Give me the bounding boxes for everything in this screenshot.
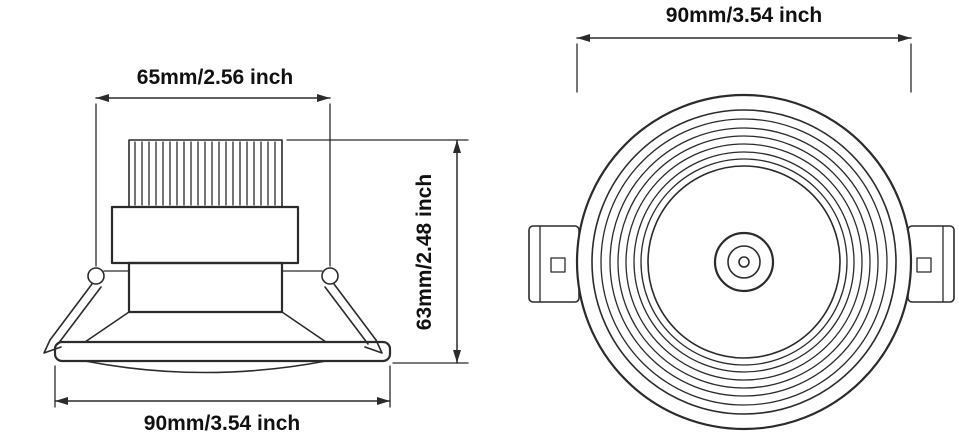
clip-arm [324, 283, 377, 345]
led-outer-ring [713, 231, 775, 293]
dimension-height: 63mm/2.48 inch [286, 139, 469, 364]
spring-clip-right [281, 267, 383, 354]
led-inner-ring [727, 245, 761, 279]
tab-outline [528, 225, 580, 303]
dimension-width-top: 65mm/2.56 inch [95, 66, 331, 267]
trim-outer-circle [575, 93, 913, 431]
baffle-ring [633, 151, 855, 373]
tab-hole [550, 257, 566, 273]
mounting-tab-right [907, 225, 955, 303]
mounting-tab-left [528, 225, 580, 303]
diameter-dimension-label: 90mm/3.54 inch [144, 412, 300, 435]
heatsink [128, 139, 283, 208]
led-dot [738, 256, 750, 268]
reflector-dish [84, 360, 327, 374]
width-dimension-label: 65mm/2.56 inch [137, 66, 293, 89]
clip-pivot [87, 267, 105, 285]
baffle-ring [609, 127, 879, 397]
baffle-ring [625, 143, 863, 381]
baffle-ring [591, 109, 897, 415]
baffle-ring [617, 135, 871, 389]
dimension-diameter-front: 90mm/3.54 inch [576, 4, 912, 93]
baffle-ring [640, 158, 848, 366]
clip-pivot [321, 267, 339, 285]
baffle-ring [600, 118, 888, 406]
dimension-diameter-bottom: 90mm/3.54 inch [54, 365, 391, 435]
driver-housing [110, 205, 300, 265]
led-center [713, 231, 775, 293]
spring-clip-left [43, 267, 130, 354]
tab-hole [916, 257, 932, 273]
trim-flange [53, 340, 392, 363]
trim-cone [84, 311, 327, 343]
trim [53, 311, 392, 374]
side-view: 65mm/2.56 inch [43, 66, 469, 435]
lamp-neck [127, 261, 284, 314]
height-dimension-label: 63mm/2.48 inch [413, 174, 436, 330]
baffle-rings [591, 109, 897, 415]
heatsink-fin-lines [134, 141, 276, 206]
clip-foot [364, 339, 383, 354]
front-diameter-label: 90mm/3.54 inch [666, 4, 822, 27]
front-view: 90mm/3.54 inch [528, 4, 955, 431]
baffle-ring [647, 165, 841, 359]
clip-arm [49, 283, 102, 345]
